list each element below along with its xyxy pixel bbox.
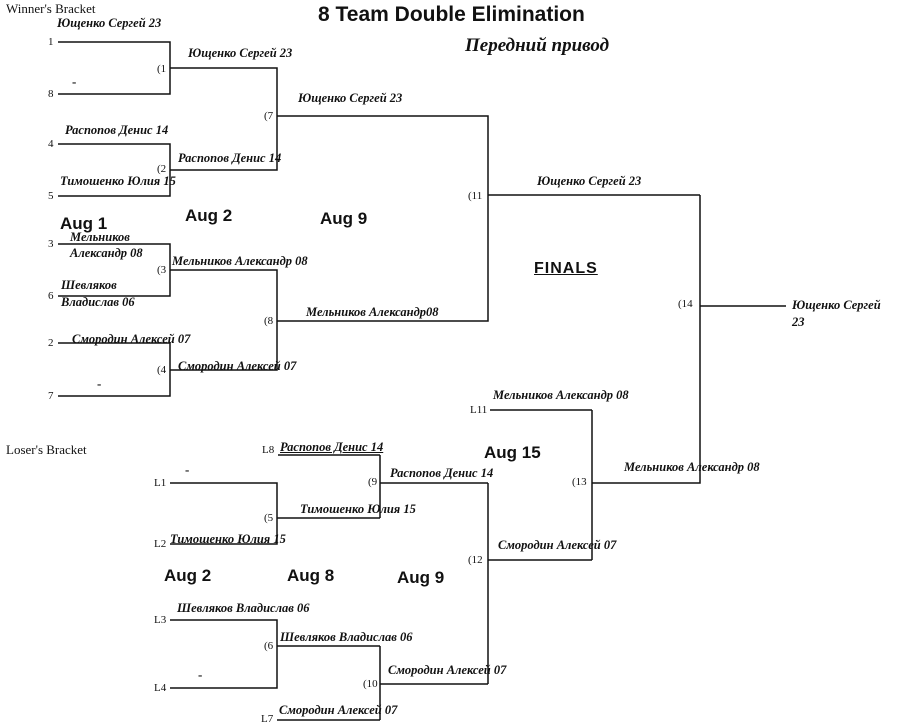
entry-name: Шевляков Владислав 06	[177, 601, 310, 615]
entry-name: Шевляков Владислав 06	[280, 630, 413, 644]
seed-label: 7	[48, 390, 54, 402]
match-line-g12	[487, 483, 592, 684]
game-number: (10	[362, 678, 379, 690]
page-subtitle: Передний привод	[465, 35, 610, 56]
match-line-g2	[58, 143, 183, 197]
match-line-g4	[58, 342, 183, 397]
seed-label: L7	[261, 713, 274, 725]
game-number: (4	[156, 364, 168, 376]
champion-name: Ющенко Сергей	[792, 298, 881, 312]
date-label-l3: Aug 9	[397, 568, 445, 587]
seed-label: 2	[48, 337, 54, 349]
entry-name: Александр 08	[70, 246, 143, 260]
seed-label: 4	[48, 138, 54, 150]
game-number: (3	[156, 264, 168, 276]
match-line-g9	[379, 455, 488, 518]
game-number: (14	[677, 298, 694, 310]
entry-name: Распопов Денис 14	[65, 123, 169, 137]
seed-label: 1	[48, 36, 54, 48]
date-label-w3: Aug 9	[320, 209, 368, 228]
entry-name: Смородин Алексей 07	[72, 332, 191, 346]
entry-name: Мельников Александр 08	[624, 460, 760, 474]
game-number: (11	[467, 190, 484, 202]
entry-name: Смородин Алексей 07	[279, 703, 398, 717]
match-line-g8	[183, 269, 293, 371]
entry-name: Распопов Денис 14	[178, 151, 282, 165]
seed-label: L1	[154, 477, 167, 489]
seed-label: L8	[262, 444, 275, 456]
seed-label: 8	[48, 88, 54, 100]
seed-label: L2	[154, 538, 167, 550]
game-number: (2	[156, 163, 168, 175]
champion-name: 23	[792, 315, 805, 329]
date-label-l1: Aug 2	[164, 566, 212, 585]
seed-label: L3	[154, 614, 167, 626]
bye-marker: -	[198, 667, 203, 682]
date-label-l2: Aug 8	[287, 566, 335, 585]
entry-name: Смородин Алексей 07	[178, 359, 297, 373]
game-number: (5	[263, 512, 275, 524]
game-number: (12	[467, 554, 484, 566]
game-number: (13	[571, 476, 588, 488]
entry-name: Владислав 06	[61, 295, 135, 309]
entry-name: Тимошенко Юлия 15	[170, 532, 286, 546]
game-number: (9	[367, 476, 379, 488]
game-number: (7	[263, 110, 275, 122]
seed-label: 6	[48, 290, 54, 302]
entry-name: Ющенко Сергей 23	[537, 174, 642, 188]
bye-marker: -	[72, 74, 77, 89]
match-line-g1	[58, 41, 183, 95]
page-title: 8 Team Double Elimination	[318, 3, 585, 26]
game-number: (8	[263, 315, 275, 327]
seed-label: L11	[470, 404, 488, 416]
match-line-g10	[379, 646, 488, 720]
entry-name: Тимошенко Юлия 15	[60, 174, 176, 188]
entry-name: Мельников Александр 08	[172, 254, 308, 268]
entry-name: Смородин Алексей 07	[498, 538, 617, 552]
match-line-g6	[170, 619, 380, 689]
entry-name: Мельников Александр 08	[493, 388, 629, 402]
match-line-g11	[293, 115, 700, 322]
seed-label: L4	[154, 682, 167, 694]
date-label-w1: Aug 1	[60, 214, 108, 233]
bye-marker: -	[97, 376, 102, 391]
date-label-l4: Aug 15	[484, 443, 541, 462]
match-line-g7	[183, 67, 293, 171]
entry-name: Распопов Денис 14	[390, 466, 494, 480]
game-number: (1	[156, 63, 168, 75]
entry-name: Мельников	[70, 230, 130, 244]
entry-name: Смородин Алексей 07	[388, 663, 507, 677]
date-label-w2: Aug 2	[185, 206, 233, 225]
match-line-g14	[592, 195, 786, 484]
entry-name: Мельников Александр08	[306, 305, 439, 319]
entry-name: Тимошенко Юлия 15	[300, 502, 416, 516]
entry-name: Ющенко Сергей 23	[188, 46, 293, 60]
bye-marker: -	[185, 462, 190, 477]
game-number: (6	[263, 640, 275, 652]
entry-name: Распопов Денис 14	[280, 440, 384, 454]
losers-bracket-label: Loser's Bracket	[6, 442, 87, 457]
seed-label: 3	[48, 238, 54, 250]
seed-label: 5	[48, 190, 54, 202]
match-line-g5	[170, 482, 380, 545]
match-line-g3	[58, 243, 183, 297]
winners-bracket-label: Winner's Bracket	[6, 1, 96, 16]
entry-name: Ющенко Сергей 23	[298, 91, 403, 105]
entry-name: Ющенко Сергей 23	[57, 16, 162, 30]
finals-label: FINALS	[534, 260, 598, 277]
entry-name: Шевляков	[61, 278, 117, 292]
